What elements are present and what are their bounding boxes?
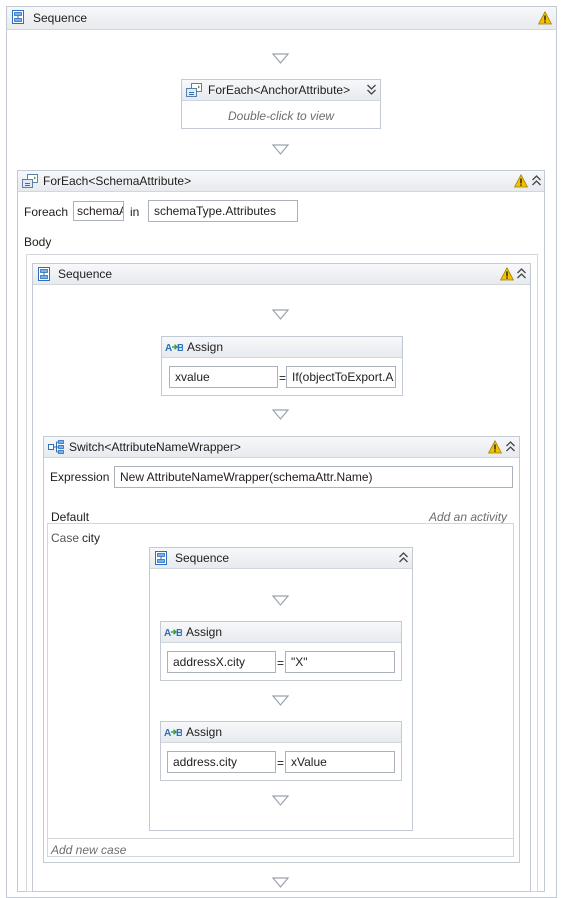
assign-header[interactable]: Assign [161,622,401,643]
assign-value-field[interactable]: "X" [285,651,395,673]
case-label: Case [51,531,80,545]
assign-xvalue-activity[interactable]: Assign xvalue = If(objectToExport.A [161,336,403,396]
double-click-hint: Double-click to view [228,109,335,123]
equals-sign: = [279,371,287,385]
equals-sign: = [277,756,285,770]
foreach-label: Foreach [24,205,69,219]
assign-title: Assign [186,625,223,639]
foreach-anchor-activity[interactable]: ForEach<AnchorAttribute> Double-click to… [181,79,381,129]
drop-target-icon[interactable] [272,877,289,888]
assign-icon [164,726,182,738]
add-new-case-link[interactable]: Add new case [51,843,127,857]
default-label: Default [51,510,90,524]
sequence-icon [37,267,51,281]
collapse-icon[interactable] [531,174,542,187]
case-divider [48,838,513,839]
assign-header[interactable]: Assign [162,337,402,358]
warning-icon[interactable] [514,174,528,188]
equals-sign: = [277,656,285,670]
body-label: Body [24,235,52,249]
drop-target-icon[interactable] [272,595,289,606]
cases-container [47,523,514,857]
outer-sequence-header[interactable]: Sequence [7,7,556,30]
collection-field[interactable]: schemaType.Attributes [148,200,298,222]
assign-icon [165,341,183,353]
item-variable-field[interactable]: schemaA [73,201,124,221]
collapse-icon[interactable] [398,551,409,564]
foreach-anchor-title: ForEach<AnchorAttribute> [208,83,351,97]
drop-target-icon[interactable] [272,53,289,64]
case-sequence[interactable]: Sequence [149,547,413,831]
collapse-icon[interactable] [505,440,516,453]
expand-icon[interactable] [366,83,377,96]
assign-value-field[interactable]: If(objectToExport.A [286,366,396,388]
sequence-icon [154,551,168,565]
expression-label: Expression [50,470,110,484]
assign-to-field[interactable]: addressX.city [167,651,276,673]
switch-title: Switch<AttributeNameWrapper> [69,440,241,454]
foreach-schema-title: ForEach<SchemaAttribute> [43,174,192,188]
collapse-icon[interactable] [516,267,527,280]
case-sequence-header[interactable]: Sequence [150,548,412,569]
drop-target-icon[interactable] [272,795,289,806]
foreach-icon [186,83,202,97]
add-activity-link[interactable]: Add an activity [429,510,508,524]
sequence-icon [11,10,25,24]
assign-addressx-activity[interactable]: Assign addressX.city = "X" [160,621,402,681]
drop-target-icon[interactable] [272,409,289,420]
assign-header[interactable]: Assign [161,722,401,743]
warning-icon[interactable] [488,440,502,454]
in-label: in [130,205,140,219]
switch-icon [48,440,64,454]
drop-target-icon[interactable] [272,144,289,155]
drop-target-icon[interactable] [272,695,289,706]
warning-icon[interactable] [500,267,514,281]
outer-sequence-title: Sequence [33,11,88,25]
expression-field[interactable]: New AttributeNameWrapper(schemaAttr.Name… [114,466,513,488]
assign-value-field[interactable]: xValue [285,751,395,773]
drop-target-icon[interactable] [272,309,289,320]
assign-title: Assign [186,725,223,739]
case-value[interactable]: city [82,531,100,545]
foreach-schema-header[interactable]: ForEach<SchemaAttribute> [18,171,544,192]
warning-icon[interactable] [538,11,552,25]
assign-to-field[interactable]: xvalue [169,366,278,388]
inner-sequence-title: Sequence [58,267,113,281]
switch-header[interactable]: Switch<AttributeNameWrapper> [44,437,519,458]
assign-title: Assign [187,340,224,354]
case-sequence-title: Sequence [175,551,230,565]
foreach-icon [22,174,38,188]
assign-icon [164,626,182,638]
assign-address-activity[interactable]: Assign address.city = xValue [160,721,402,781]
foreach-anchor-header[interactable]: ForEach<AnchorAttribute> [182,80,380,101]
inner-sequence-header[interactable]: Sequence [33,264,530,285]
assign-to-field[interactable]: address.city [167,751,276,773]
